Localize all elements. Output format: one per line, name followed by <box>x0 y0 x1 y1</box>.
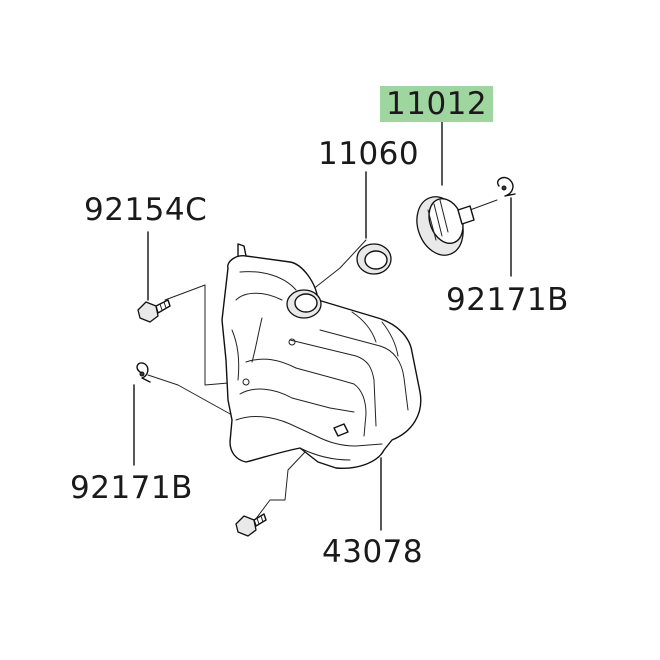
bolt-bottom-part <box>235 513 267 537</box>
part-label-tank: 43078 <box>322 534 424 570</box>
part-label-gasket: 11060 <box>318 136 420 172</box>
bolt-top-left-part <box>137 299 171 323</box>
gasket-part <box>356 243 392 275</box>
assembly-lines <box>147 199 498 521</box>
fuel-cap-part <box>416 196 475 256</box>
leader-lines <box>133 119 512 531</box>
fuel-tank-part <box>221 243 422 469</box>
part-label-bolt-top-left: 92154C <box>84 192 208 228</box>
clip-right-part <box>497 176 516 197</box>
clip-left-part <box>136 362 151 383</box>
part-label-clip-left: 92171B <box>70 470 193 506</box>
part-label-cap: 11012 <box>380 86 494 122</box>
part-label-clip-right: 92171B <box>446 282 569 318</box>
